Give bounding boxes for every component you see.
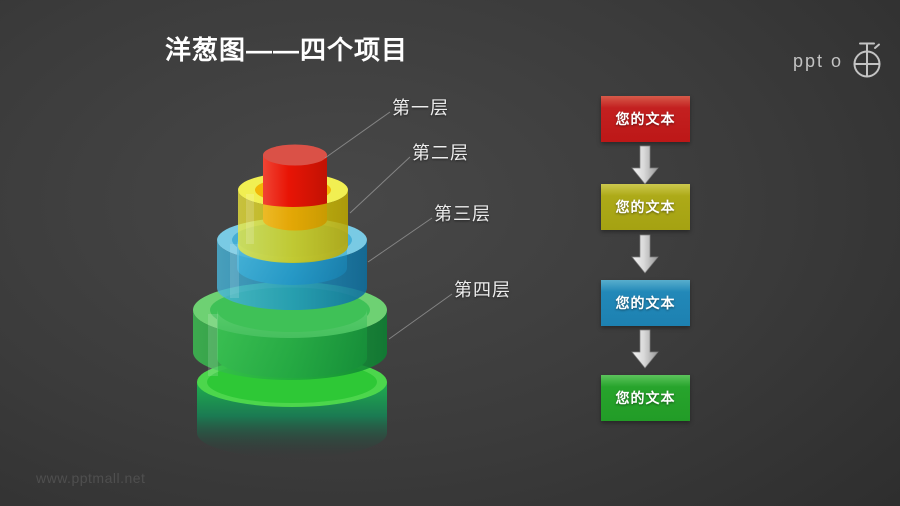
brand-logo: ppt o: [793, 38, 884, 85]
onion-diagram[interactable]: [140, 128, 460, 476]
onion-layer-4: [193, 310, 387, 380]
onion-layer-1-top: [263, 144, 327, 166]
layer-label-2[interactable]: 第二层: [412, 143, 469, 163]
down-arrow-icon: [631, 145, 659, 185]
onion-layer-3: [217, 240, 367, 310]
down-arrow-icon: [631, 329, 659, 369]
down-arrow-icon: [631, 234, 659, 274]
flow-box-4[interactable]: 您的文本: [601, 375, 690, 421]
flow-box-1[interactable]: 您的文本: [601, 96, 690, 142]
layer-label-4[interactable]: 第四层: [454, 280, 511, 300]
flow-box-3[interactable]: 您的文本: [601, 280, 690, 326]
onion-layer-2: [238, 190, 348, 263]
page-title: 洋葱图——四个项目: [165, 35, 409, 65]
layer-label-3[interactable]: 第三层: [434, 204, 491, 224]
stopwatch-logo-icon: [850, 38, 884, 85]
layer-label-1[interactable]: 第一层: [392, 98, 449, 118]
brand-logo-text: ppt o: [792, 51, 843, 71]
watermark-url: www.pptmall.net: [36, 470, 146, 486]
flow-box-2[interactable]: 您的文本: [601, 184, 690, 230]
